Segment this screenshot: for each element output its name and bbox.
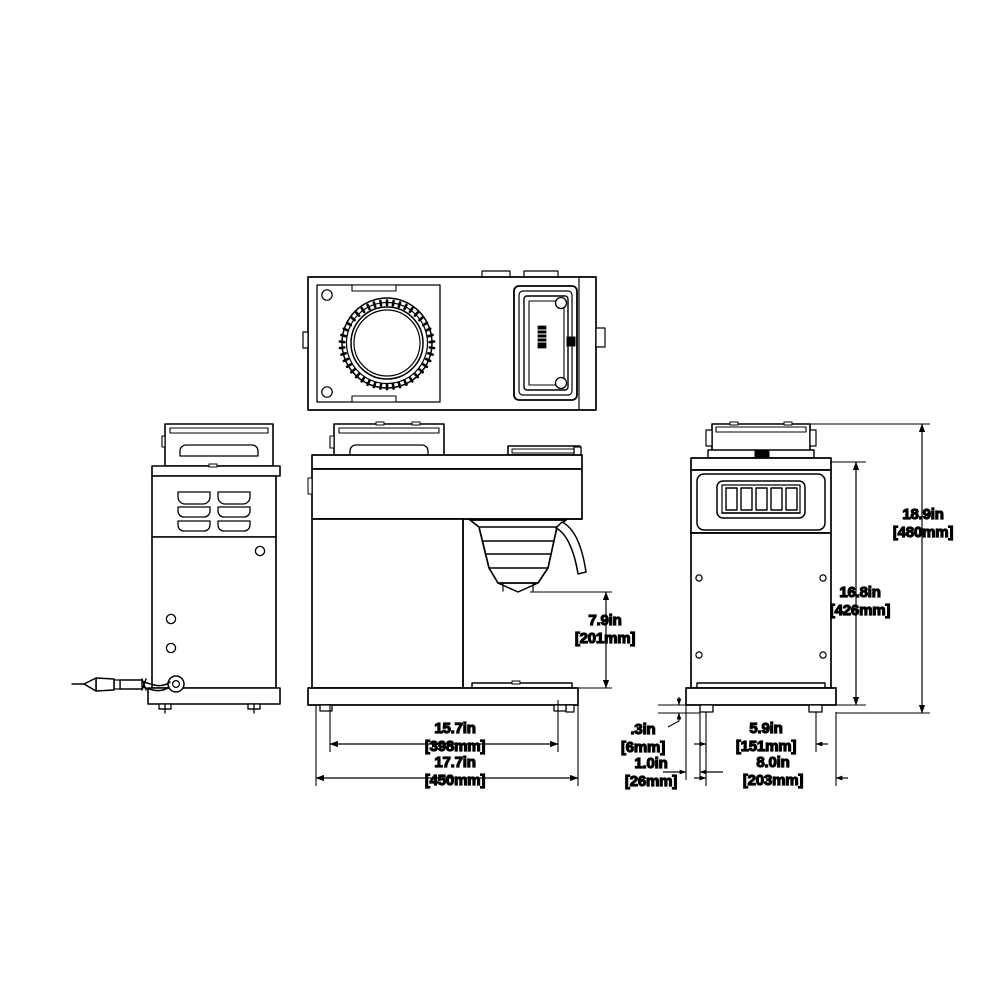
brew-funnel-handle [555, 521, 587, 575]
dimension-foot-spacing-mm: [151mm] [736, 738, 796, 755]
dimension-foot-height-mm: [6mm] [621, 739, 665, 756]
lid-hinge-top [554, 296, 568, 310]
switch-2[interactable] [740, 487, 753, 511]
front-screw-ul [695, 574, 703, 582]
main-view-base [307, 687, 579, 706]
left-view-upper-body [151, 475, 277, 538]
brew-funnel [469, 519, 567, 593]
right-side-elevation-view [307, 421, 587, 713]
dimension-funnel-height-inches: 7.9in [588, 612, 621, 629]
control-panel [696, 473, 826, 531]
left-view-base [147, 687, 281, 705]
dimension-overall-width-mm: [450mm] [425, 772, 485, 789]
dimension-funnel-height-mm: [201mm] [575, 630, 635, 647]
dimension-body-height-inches: 16.8in [839, 584, 880, 601]
front-view-tank-lid [705, 421, 817, 459]
dimension-body-height: 16.8in [426mm] [829, 461, 891, 706]
dimension-foot-spacing: 5.9in [151mm] [694, 712, 828, 756]
main-view-upper-body [311, 468, 583, 520]
left-view-hole-mid [165, 613, 177, 625]
dimension-overall-depth-mm: [203mm] [743, 772, 803, 789]
left-view-hole-upper-right [254, 545, 266, 557]
leveling-feet-main-view [319, 704, 567, 712]
left-view-lower-body [151, 536, 277, 689]
switch-5[interactable] [785, 487, 798, 511]
switch-1[interactable] [725, 487, 738, 511]
switch-4[interactable] [770, 487, 783, 511]
lid-hinge-bottom [554, 376, 568, 390]
dimension-overall-height-mm: [480mm] [893, 524, 953, 541]
leveling-feet-front-view [699, 704, 823, 713]
front-screw-ll [695, 651, 703, 659]
left-view-tank-lid [161, 423, 274, 467]
dimension-overall-width: 17.7in [450mm] [315, 705, 579, 790]
sprayhead-ring [338, 297, 436, 391]
dimension-overall-depth-inches: 8.0in [756, 754, 789, 771]
front-view-lower-body [690, 532, 832, 689]
leveling-feet-left-view [158, 703, 261, 714]
dimension-body-height-mm: [426mm] [830, 602, 890, 619]
front-screw-ur [819, 574, 827, 582]
main-view-lower-body [311, 518, 464, 689]
tank-lid [513, 285, 578, 401]
dimension-overall-height: 18.9in [480mm] [810, 423, 954, 714]
front-screw-lr [819, 651, 827, 659]
dimension-overall-depth: 8.0in [203mm] [694, 712, 848, 790]
dimension-foot-offset: 1.0in [26mm] [624, 705, 723, 791]
dimension-foot-height: .3in [6mm] [620, 697, 700, 757]
lid-label [537, 325, 547, 349]
front-view-top-deck [690, 457, 832, 471]
dimension-body-width-mm: [398mm] [425, 738, 485, 755]
dimension-foot-offset-mm: [26mm] [625, 773, 677, 790]
left-side-view [71, 423, 281, 714]
front-view [685, 421, 837, 713]
left-view-hole-lower [165, 642, 177, 654]
dimension-funnel-height: 7.9in [201mm] [530, 591, 636, 689]
front-view-base [685, 687, 837, 706]
dimension-overall-width-inches: 17.7in [434, 754, 475, 771]
dimension-overall-height-inches: 18.9in [902, 506, 943, 523]
top-view [302, 270, 606, 411]
dimension-body-width-inches: 15.7in [434, 720, 475, 737]
dimension-body-width: 15.7in [398mm] [329, 700, 559, 756]
switch-row[interactable] [725, 487, 798, 511]
main-view-top-deck [311, 454, 583, 470]
dimension-foot-height-inches: .3in [630, 721, 655, 738]
dimension-foot-offset-inches: 1.0in [634, 755, 667, 772]
power-cord [71, 675, 185, 693]
deck-screw-top [321, 289, 333, 301]
vent-louvers [177, 491, 251, 532]
switch-3[interactable] [755, 487, 768, 511]
dimension-foot-spacing-inches: 5.9in [749, 720, 782, 737]
deck-screw-bottom [321, 386, 333, 398]
